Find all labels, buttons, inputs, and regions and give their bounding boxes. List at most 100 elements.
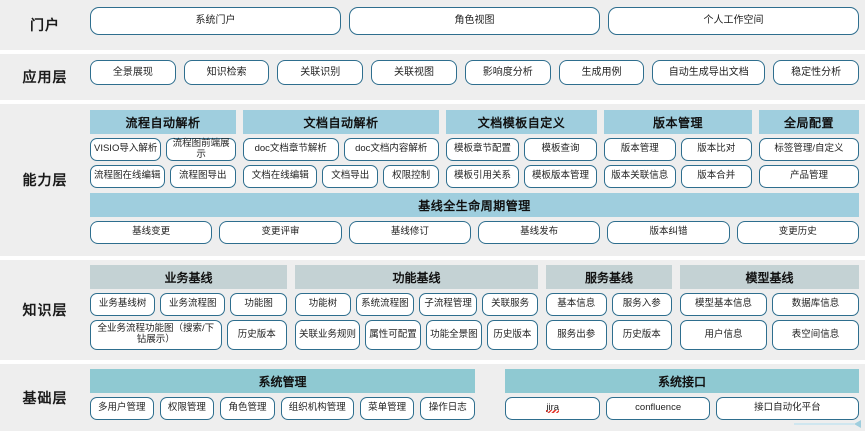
capability-group-flow-parse: 流程自动解析 VISIO导入解析 流程图前端展示 流程图在线编辑 流程图导出	[90, 110, 236, 188]
capability-item[interactable]: 版本关联信息	[604, 165, 676, 188]
base-group-system-interface: 系统接口 jira confluence 接口自动化平台	[505, 369, 859, 420]
capability-item[interactable]: doc文档章节解析	[243, 138, 339, 161]
group-rows: 模型基本信息 数据库信息 用户信息 表空间信息	[680, 293, 859, 350]
group-rows: 基本信息 服务入参 服务出参 历史版本	[546, 293, 672, 350]
base-item[interactable]: 菜单管理	[359, 397, 415, 420]
capability-item[interactable]: 标签管理/自定义	[759, 138, 859, 161]
knowledge-item[interactable]: 服务入参	[611, 293, 672, 316]
group-row: 版本关联信息 版本合并	[604, 165, 752, 188]
base-item[interactable]: confluence	[606, 397, 710, 420]
group-row: 基本信息 服务入参	[546, 293, 672, 316]
group-row: 标签管理/自定义	[759, 138, 859, 161]
portal-item[interactable]: 个人工作空间	[608, 7, 859, 35]
group-row: 多用户管理 权限管理 角色管理 组织机构管理 菜单管理 操作日志	[90, 397, 476, 420]
knowledge-item[interactable]: 用户信息	[680, 320, 767, 350]
capability-item[interactable]: 版本合并	[680, 165, 752, 188]
knowledge-item[interactable]: 历史版本	[611, 320, 672, 350]
jira-label: jira	[546, 402, 560, 414]
base-item[interactable]: 操作日志	[420, 397, 476, 420]
knowledge-item[interactable]: 系统流程图	[355, 293, 414, 316]
application-item[interactable]: 自动生成导出文档	[652, 60, 766, 85]
knowledge-item[interactable]: 服务出参	[546, 320, 607, 350]
portal-item[interactable]: 角色视图	[349, 7, 600, 35]
knowledge-item[interactable]: 功能全景图	[425, 320, 482, 350]
group-row: 流程图在线编辑 流程图导出	[90, 165, 236, 188]
group-rows: 业务基线树 业务流程图 功能图 全业务流程功能图（搜索/下钻展示） 历史版本	[90, 293, 287, 350]
application-item[interactable]: 知识检索	[183, 60, 270, 85]
capability-item[interactable]: 流程图前端展示	[166, 138, 236, 161]
knowledge-item[interactable]: 关联服务	[482, 293, 538, 316]
group-header: 文档模板自定义	[446, 110, 597, 134]
base-item-jira[interactable]: jira	[505, 397, 601, 420]
capability-item[interactable]: 权限控制	[383, 165, 439, 188]
layer-label-portal: 门户	[30, 17, 60, 33]
knowledge-item[interactable]: 历史版本	[486, 320, 538, 350]
group-row: 服务出参 历史版本	[546, 320, 672, 350]
lifecycle-item[interactable]: 版本纠错	[607, 221, 730, 244]
knowledge-group-model: 模型基线 模型基本信息 数据库信息 用户信息 表空间信息	[680, 265, 859, 350]
knowledge-item[interactable]: 业务流程图	[160, 293, 226, 316]
application-item[interactable]: 稳定性分析	[773, 60, 859, 85]
capability-item[interactable]: 版本比对	[680, 138, 752, 161]
base-item[interactable]: 多用户管理	[90, 397, 154, 420]
capability-item[interactable]: 产品管理	[759, 165, 859, 188]
capability-item[interactable]: 版本管理	[604, 138, 676, 161]
knowledge-group-business: 业务基线 业务基线树 业务流程图 功能图 全业务流程功能图（搜索/下钻展示） 历…	[90, 265, 287, 350]
knowledge-item[interactable]: 历史版本	[226, 320, 287, 350]
group-row: 模板引用关系 模板版本管理	[446, 165, 597, 188]
base-item[interactable]: 角色管理	[220, 397, 275, 420]
knowledge-item[interactable]: 全业务流程功能图（搜索/下钻展示）	[90, 320, 222, 350]
portal-items: 系统门户 角色视图 个人工作空间	[90, 0, 865, 50]
group-row: VISIO导入解析 流程图前端展示	[90, 138, 236, 161]
knowledge-item[interactable]: 功能图	[230, 293, 287, 316]
portal-item[interactable]: 系统门户	[90, 7, 341, 35]
group-row: jira confluence 接口自动化平台	[505, 397, 859, 420]
group-row: 版本管理 版本比对	[604, 138, 752, 161]
knowledge-item[interactable]: 关联业务规则	[295, 320, 361, 350]
knowledge-item[interactable]: 功能树	[295, 293, 351, 316]
group-header: 模型基线	[680, 265, 859, 289]
layer-band-base: 基础层 系统管理 多用户管理 权限管理 角色管理 组织机构管理 菜单管理 操作日…	[0, 364, 865, 431]
lifecycle-item[interactable]: 变更历史	[736, 221, 859, 244]
capability-item[interactable]: 模板引用关系	[446, 165, 519, 188]
layer-band-knowledge: 知识层 业务基线 业务基线树 业务流程图 功能图 全业务流程功能图（搜索/下钻展…	[0, 260, 865, 360]
application-item[interactable]: 关联识别	[277, 60, 364, 85]
application-item[interactable]: 关联视图	[371, 60, 457, 85]
application-item[interactable]: 影响度分析	[464, 60, 551, 85]
knowledge-item[interactable]: 子流程管理	[419, 293, 478, 316]
group-rows: 标签管理/自定义 产品管理	[759, 138, 859, 188]
lifecycle-item[interactable]: 基线修订	[348, 221, 471, 244]
lifecycle-item[interactable]: 变更评审	[219, 221, 342, 244]
capability-item[interactable]: 文档在线编辑	[243, 165, 318, 188]
knowledge-item[interactable]: 模型基本信息	[680, 293, 767, 316]
group-rows: 模板章节配置 模板查询 模板引用关系 模板版本管理	[446, 138, 597, 188]
capability-item[interactable]: 文档导出	[322, 165, 379, 188]
knowledge-item[interactable]: 基本信息	[546, 293, 607, 316]
capability-group-doc-template: 文档模板自定义 模板章节配置 模板查询 模板引用关系 模板版本管理	[446, 110, 597, 188]
lifecycle-items: 基线变更 变更评审 基线修订 基线发布 版本纠错 变更历史	[90, 221, 859, 244]
knowledge-item[interactable]: 业务基线树	[90, 293, 156, 316]
capability-item[interactable]: 流程图导出	[169, 165, 236, 188]
capability-item[interactable]: VISIO导入解析	[90, 138, 162, 161]
knowledge-item[interactable]: 数据库信息	[772, 293, 859, 316]
application-item[interactable]: 生成用例	[558, 60, 645, 85]
capability-item[interactable]: 模板查询	[524, 138, 597, 161]
base-item[interactable]: 权限管理	[159, 397, 215, 420]
capability-item[interactable]: doc文档内容解析	[343, 138, 439, 161]
base-item[interactable]: 组织机构管理	[280, 397, 354, 420]
capability-groups: 流程自动解析 VISIO导入解析 流程图前端展示 流程图在线编辑 流程图导出	[90, 110, 859, 188]
knowledge-item[interactable]: 属性可配置	[365, 320, 421, 350]
group-row: 业务基线树 业务流程图 功能图	[90, 293, 287, 316]
group-row: 文档在线编辑 文档导出 权限控制	[243, 165, 439, 188]
knowledge-item[interactable]: 表空间信息	[772, 320, 859, 350]
capability-item[interactable]: 模板章节配置	[446, 138, 519, 161]
group-header: 功能基线	[295, 265, 538, 289]
base-item[interactable]: 接口自动化平台	[715, 397, 859, 420]
capability-item[interactable]: 模板版本管理	[524, 165, 597, 188]
lifecycle-item[interactable]: 基线发布	[477, 221, 601, 244]
application-item[interactable]: 全景展现	[90, 60, 176, 85]
group-row: 关联业务规则 属性可配置 功能全景图 历史版本	[295, 320, 538, 350]
lifecycle-item[interactable]: 基线变更	[90, 221, 213, 244]
capability-item[interactable]: 流程图在线编辑	[90, 165, 165, 188]
